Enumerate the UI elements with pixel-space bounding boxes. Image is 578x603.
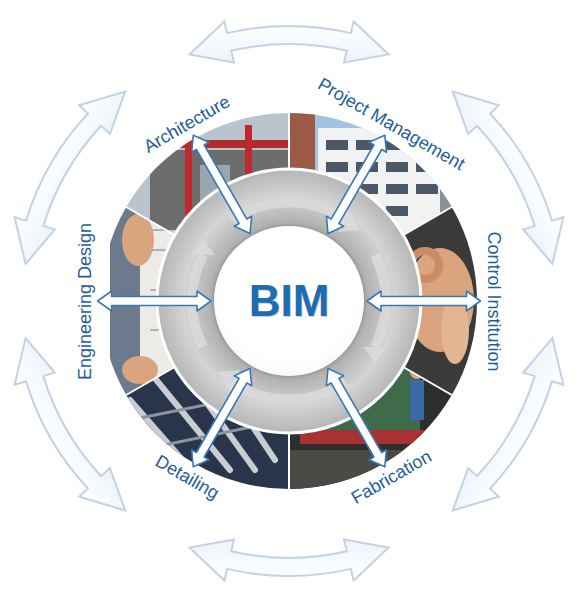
double-arrow [192,135,252,233]
ring-arrows [192,203,386,400]
hub-title: BIM [249,276,330,326]
outer-arrow [189,540,388,581]
double-arrow [98,291,211,311]
segment-label: Control Institution [483,229,504,373]
outer-arrow [189,22,388,63]
segment-label: Engineering Design [75,220,96,381]
segment-title: Engineering Design [75,222,95,379]
segment-title: Control Institution [484,231,504,371]
ring-arrowheads [191,208,387,394]
double-arrow [326,369,386,467]
double-arrow [367,291,481,311]
hub-circle: BIM [214,226,364,376]
double-arrow [192,369,252,467]
double-arrow [326,135,386,233]
